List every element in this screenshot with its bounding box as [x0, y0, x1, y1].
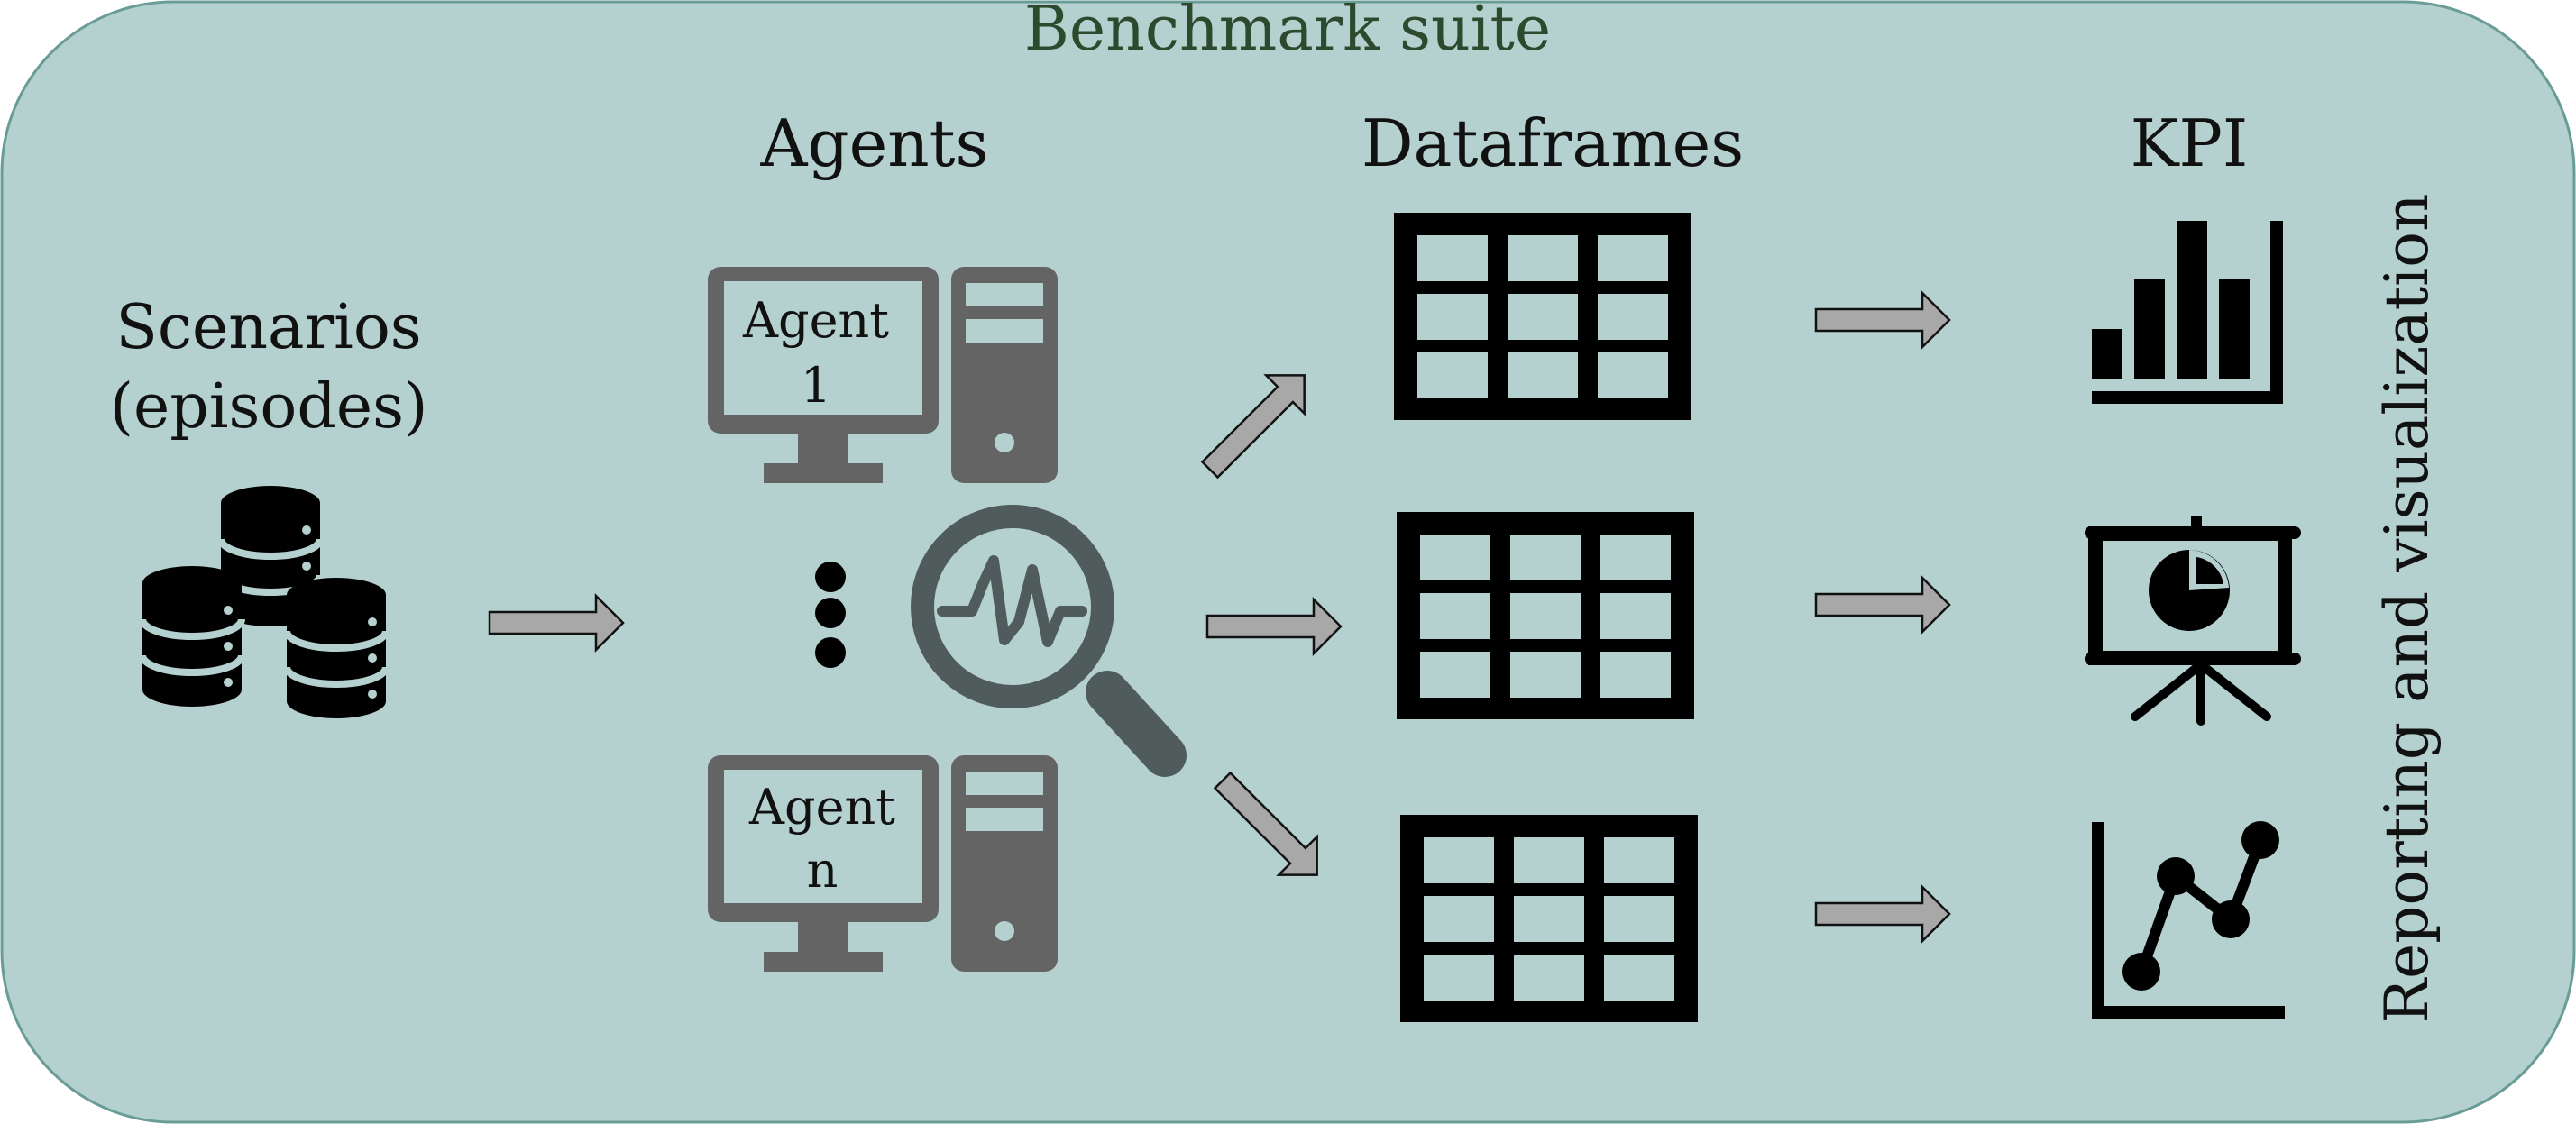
- agent-1-label-line2: 1: [801, 357, 831, 414]
- dataframes-title: Dataframes: [1361, 105, 1744, 181]
- agent-1-label-line1: Agent: [742, 292, 889, 349]
- agent-n-label-line2: n: [807, 842, 839, 899]
- magnifier-heartbeat-icon: [911, 505, 1187, 777]
- vertical-ellipsis-icon: [815, 562, 846, 668]
- kpi-title: KPI: [2131, 105, 2249, 181]
- reporting-label: Reporting and visualization: [2372, 193, 2442, 1023]
- suite-title: Benchmark suite: [1024, 0, 1551, 65]
- scenarios-label-line1: Scenarios: [115, 292, 421, 363]
- bar-chart-icon: [2092, 221, 2283, 404]
- agent-n-label-line1: Agent: [748, 779, 895, 836]
- scenarios-label-line2: (episodes): [109, 371, 427, 443]
- line-chart-icon: [2092, 821, 2285, 1019]
- table-grid-icon: [1394, 213, 1698, 1022]
- agents-title: Agents: [760, 105, 989, 181]
- presentation-board-icon: [2085, 516, 2301, 726]
